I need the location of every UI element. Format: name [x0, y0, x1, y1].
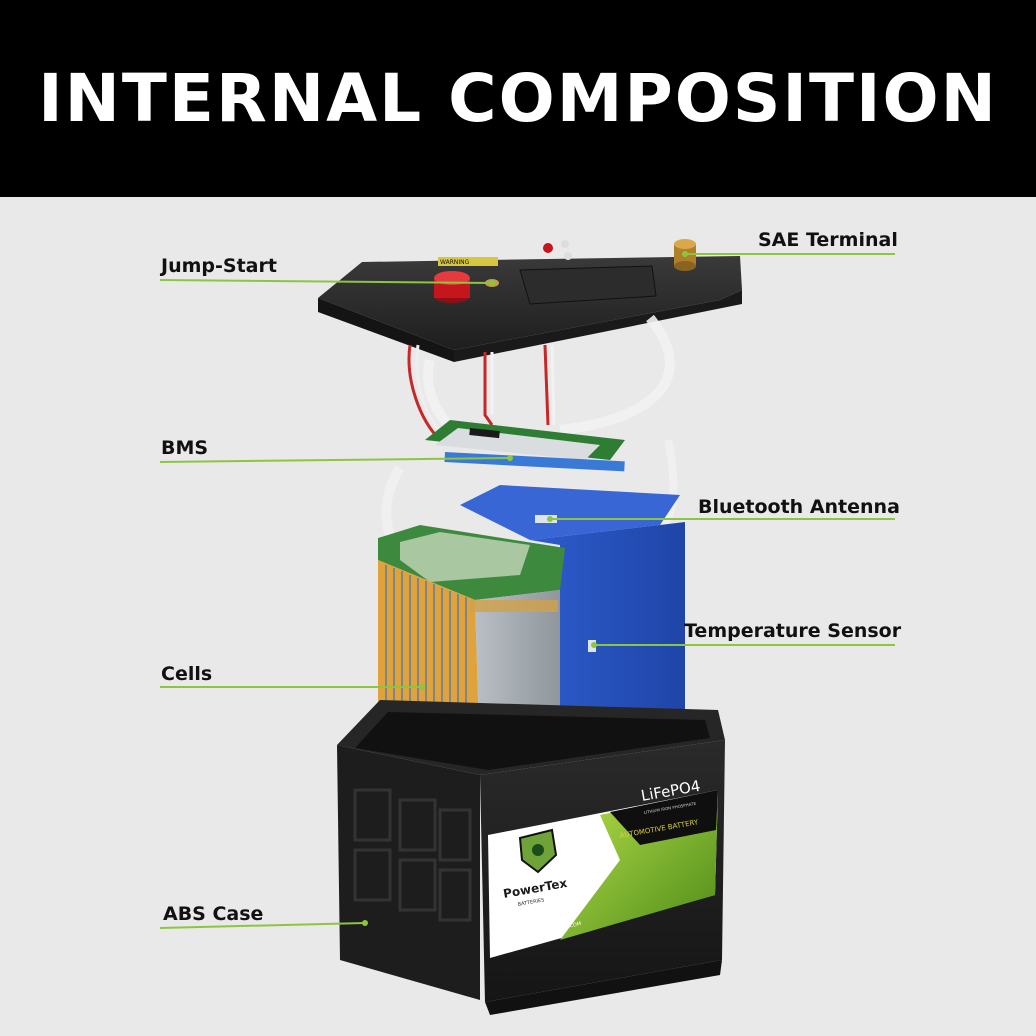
bms-board — [425, 420, 625, 472]
abs-case-dot — [362, 920, 368, 926]
bms-leader — [159, 457, 511, 463]
jump-start-dot — [489, 280, 495, 286]
callout-sae-terminal: SAE Terminal — [758, 229, 898, 251]
bluetooth-antenna-dot — [547, 516, 553, 522]
callout-temperature-sensor: Temperature Sensor — [684, 620, 902, 642]
svg-text:WARNING: WARNING — [440, 259, 470, 266]
callout-leaders — [159, 251, 895, 929]
abs-case-leader — [159, 922, 366, 929]
brand-subtext: BATTERIES — [517, 897, 545, 908]
jump-start-leader — [159, 279, 493, 284]
callout-abs-case: ABS Case — [163, 903, 264, 925]
page-header: INTERNAL COMPOSITION — [0, 0, 1036, 197]
callout-jump-start: Jump-Start — [161, 255, 277, 277]
abs-case: LiFePO4 LITHIUM IRON PHOSPHATE AUTOMOTIV… — [337, 700, 725, 1015]
callout-bluetooth-antenna: Bluetooth Antenna — [698, 496, 900, 518]
blue-cell-pack — [460, 485, 685, 740]
dinosaur-logo — [518, 828, 558, 874]
temperature-sensor-dot — [591, 642, 597, 648]
page-title: INTERNAL COMPOSITION — [38, 60, 998, 137]
bms-dot — [507, 455, 513, 461]
callout-cells: Cells — [161, 663, 213, 685]
bluetooth-antenna-module — [535, 515, 557, 523]
sae-terminal-dot — [682, 251, 688, 257]
callout-bms: BMS — [161, 437, 209, 459]
cells-dot — [419, 684, 425, 690]
battery-lid: WARNING — [318, 239, 742, 362]
warning-sticker — [438, 257, 498, 266]
